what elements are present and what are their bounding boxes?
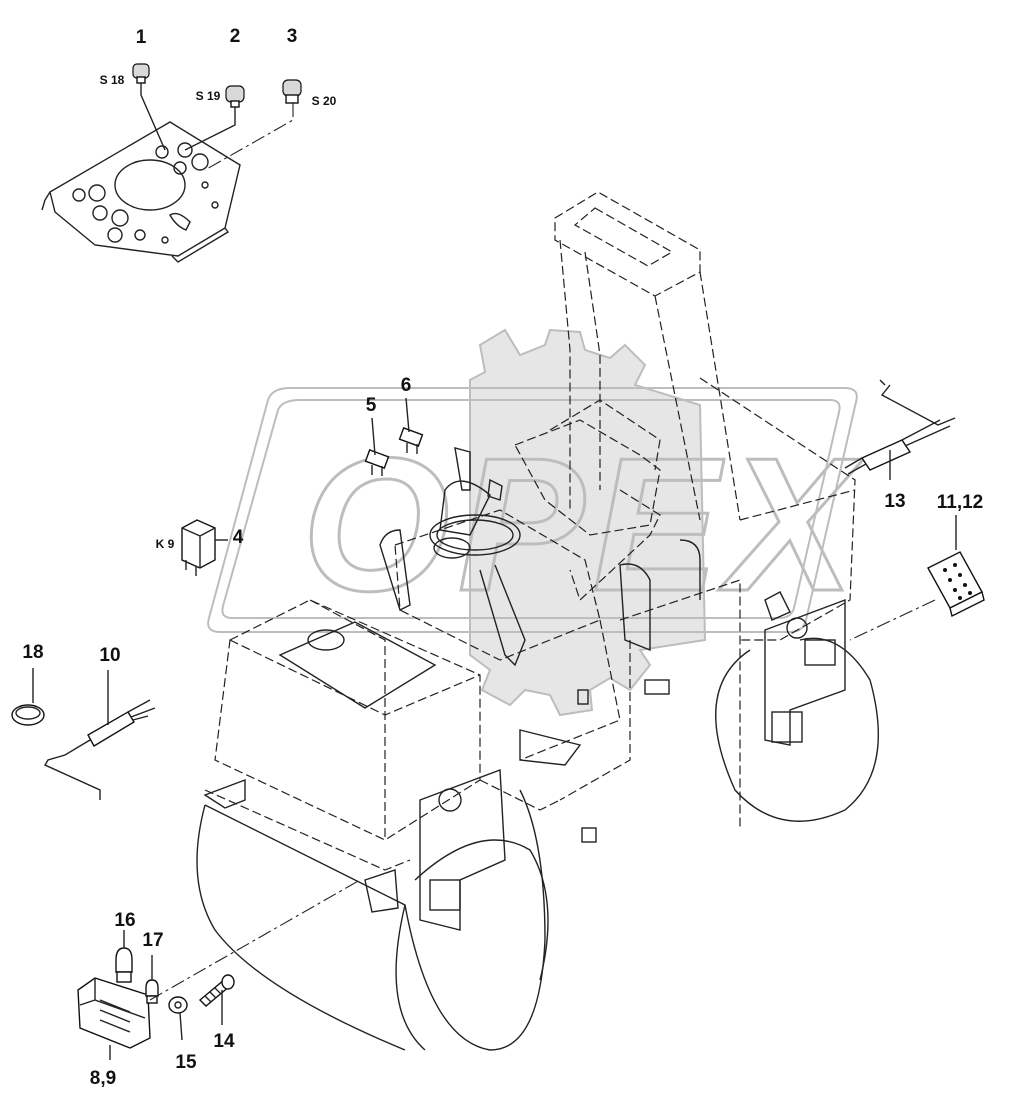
clamp-18	[11, 668, 45, 726]
callout-16: 16	[114, 910, 135, 931]
callout-8-9: 8,9	[90, 1068, 116, 1089]
fuse-5	[364, 417, 390, 476]
watermark-text: OPEX	[302, 419, 864, 631]
callout-5: 5	[366, 395, 377, 416]
watermark-logo: OPEX	[207, 328, 864, 717]
bulb-16	[115, 930, 133, 983]
callout-6: 6	[401, 375, 412, 396]
screw-14	[198, 974, 235, 1025]
lamp-8-9	[77, 977, 151, 1060]
callout-14: 14	[213, 1031, 235, 1052]
dashboard-panel	[41, 121, 241, 263]
designation-s19: S 19	[196, 89, 221, 103]
callout-11-12: 11,12	[937, 492, 984, 513]
designation-s20: S 20	[312, 94, 337, 108]
harness-10	[43, 670, 156, 800]
switch-s18	[132, 63, 166, 151]
bulb-17	[145, 955, 159, 1004]
callout-3: 3	[287, 26, 298, 47]
roller-machine	[196, 191, 879, 1051]
callout-17: 17	[142, 930, 163, 951]
relay-k9	[181, 519, 228, 576]
callout-15: 15	[175, 1052, 197, 1073]
lamp-leader-line	[149, 879, 361, 1001]
designation-k9: K 9	[156, 537, 175, 551]
callout-10: 10	[99, 645, 120, 666]
fuse-6	[398, 397, 424, 454]
harness-13	[844, 379, 956, 480]
washer-15	[168, 996, 188, 1041]
designation-labels: S 18 S 19 S 20 K 9	[100, 73, 337, 551]
callout-4: 4	[233, 527, 244, 548]
designation-s18: S 18	[100, 73, 125, 87]
callout-2: 2	[230, 26, 241, 47]
switch-s19	[184, 85, 245, 151]
callout-18: 18	[22, 642, 43, 663]
lamp-11-12	[849, 515, 985, 641]
switch-s20	[204, 79, 302, 171]
callout-labels: 1 2 3 4 5 6 8,9 10 11,12 13 14 15 16 17 …	[22, 26, 983, 1089]
callout-1: 1	[136, 27, 147, 48]
callout-13: 13	[884, 491, 905, 512]
